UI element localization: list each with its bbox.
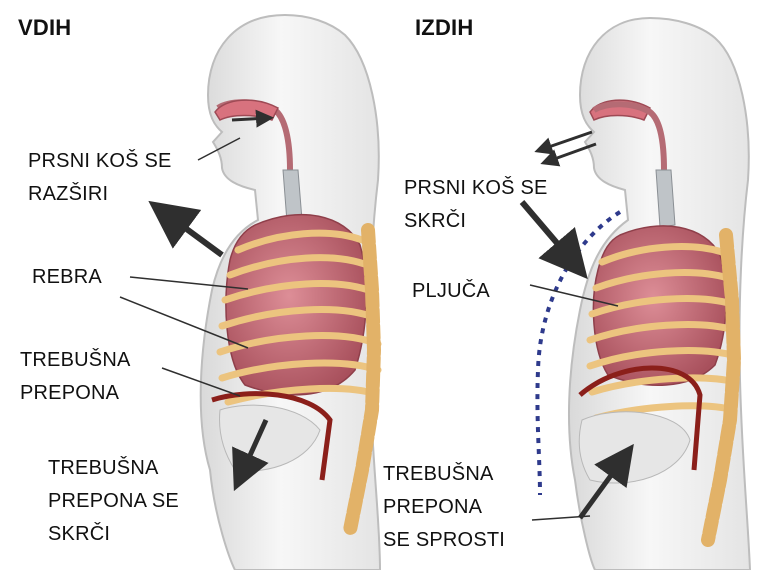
exhale-figure [522,18,750,570]
chest-contracts-line-2: SKRČI [404,205,548,238]
diaphragm-relaxes-line-3: SE SPROSTI [383,524,505,557]
diaphragm-line-2: PREPONA [20,377,131,410]
inhale-chest-arrow [158,208,222,255]
diaphragm-relaxes-line-1: TREBUŠNA [383,458,505,491]
inhale-lung [226,215,366,395]
diaphragm-contracts-line-1: TREBUŠNA [48,452,179,485]
diaphragm-relaxes-line-2: PREPONA [383,491,505,524]
chest-contracts-label: PRSNI KOŠ SE SKRČI [404,172,548,238]
inhale-air-arrow [232,118,268,120]
chest-contracts-line-1: PRSNI KOŠ SE [404,172,548,205]
diaphragm-label: TREBUŠNA PREPONA [20,344,131,410]
diaphragm-relaxes-label: TREBUŠNA PREPONA SE SPROSTI [383,458,505,557]
chest-expands-line-1: PRSNI KOŠ SE [28,145,172,178]
lungs-label: PLJUČA [412,280,490,303]
diaphragm-contracts-label: TREBUŠNA PREPONA SE SKRČI [48,452,179,551]
ribs-label: REBRA [32,266,102,289]
inhale-title: VDIH [18,15,71,41]
exhale-title: IZDIH [415,15,473,41]
diaphragm-line-1: TREBUŠNA [20,344,131,377]
chest-expands-label: PRSNI KOŠ SE RAZŠIRI [28,145,172,211]
chest-expands-line-2: RAZŠIRI [28,178,172,211]
diaphragm-contracts-line-2: PREPONA SE [48,485,179,518]
diaphragm-contracts-line-3: SKRČI [48,518,179,551]
